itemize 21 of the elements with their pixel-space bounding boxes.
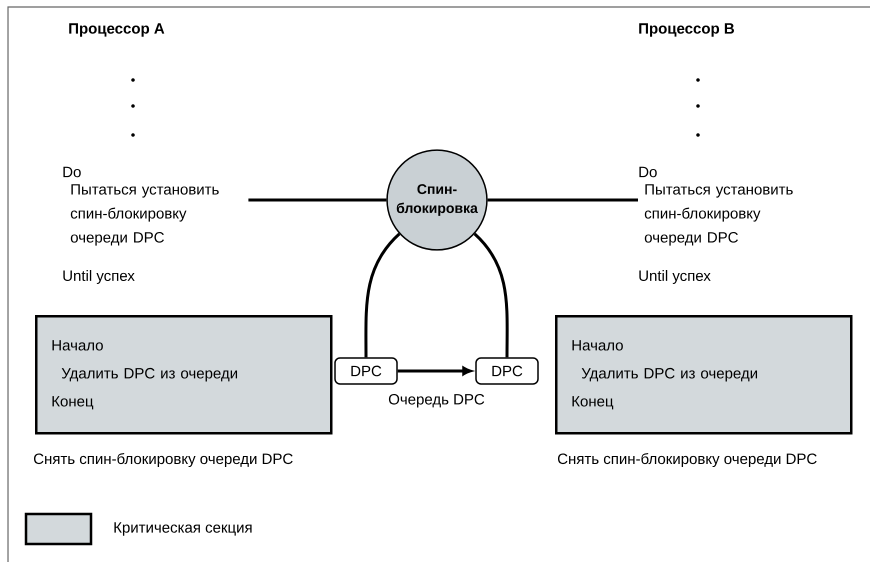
arrow (398, 366, 472, 376)
connector-line (488, 198, 638, 202)
processor-title: Процессор A (69, 23, 164, 37)
connector-line (248, 198, 386, 202)
caption-text: Снять спин-блокировку очереди DPC (558, 452, 817, 468)
queue-box: DPC (334, 357, 398, 385)
code-text: Until успех (639, 270, 711, 284)
processor-title: Процессор B (639, 23, 734, 37)
code-text: Пытаться установить спин-блокировку очереди DPC (70, 184, 219, 246)
critical-section-box: Начало Удалить DPC из очереди Конец (555, 315, 852, 434)
queue-box: DPC (475, 357, 539, 385)
caption-text: Снять спин-блокировку очереди DPC (34, 452, 293, 468)
connector-line (364, 232, 400, 358)
edge-label: Очередь DPC (387, 392, 486, 409)
critical-section-box: Начало Удалить DPC из очереди Конец (35, 315, 332, 434)
connector-line (474, 232, 509, 358)
code-text: Until успех (63, 270, 135, 284)
code-text: Пытаться установить спин-блокировку очереди DPC (644, 184, 793, 246)
code-text: Do (639, 166, 657, 178)
code-text: Do (63, 166, 81, 178)
legend-label: Критическая секция (114, 522, 252, 536)
